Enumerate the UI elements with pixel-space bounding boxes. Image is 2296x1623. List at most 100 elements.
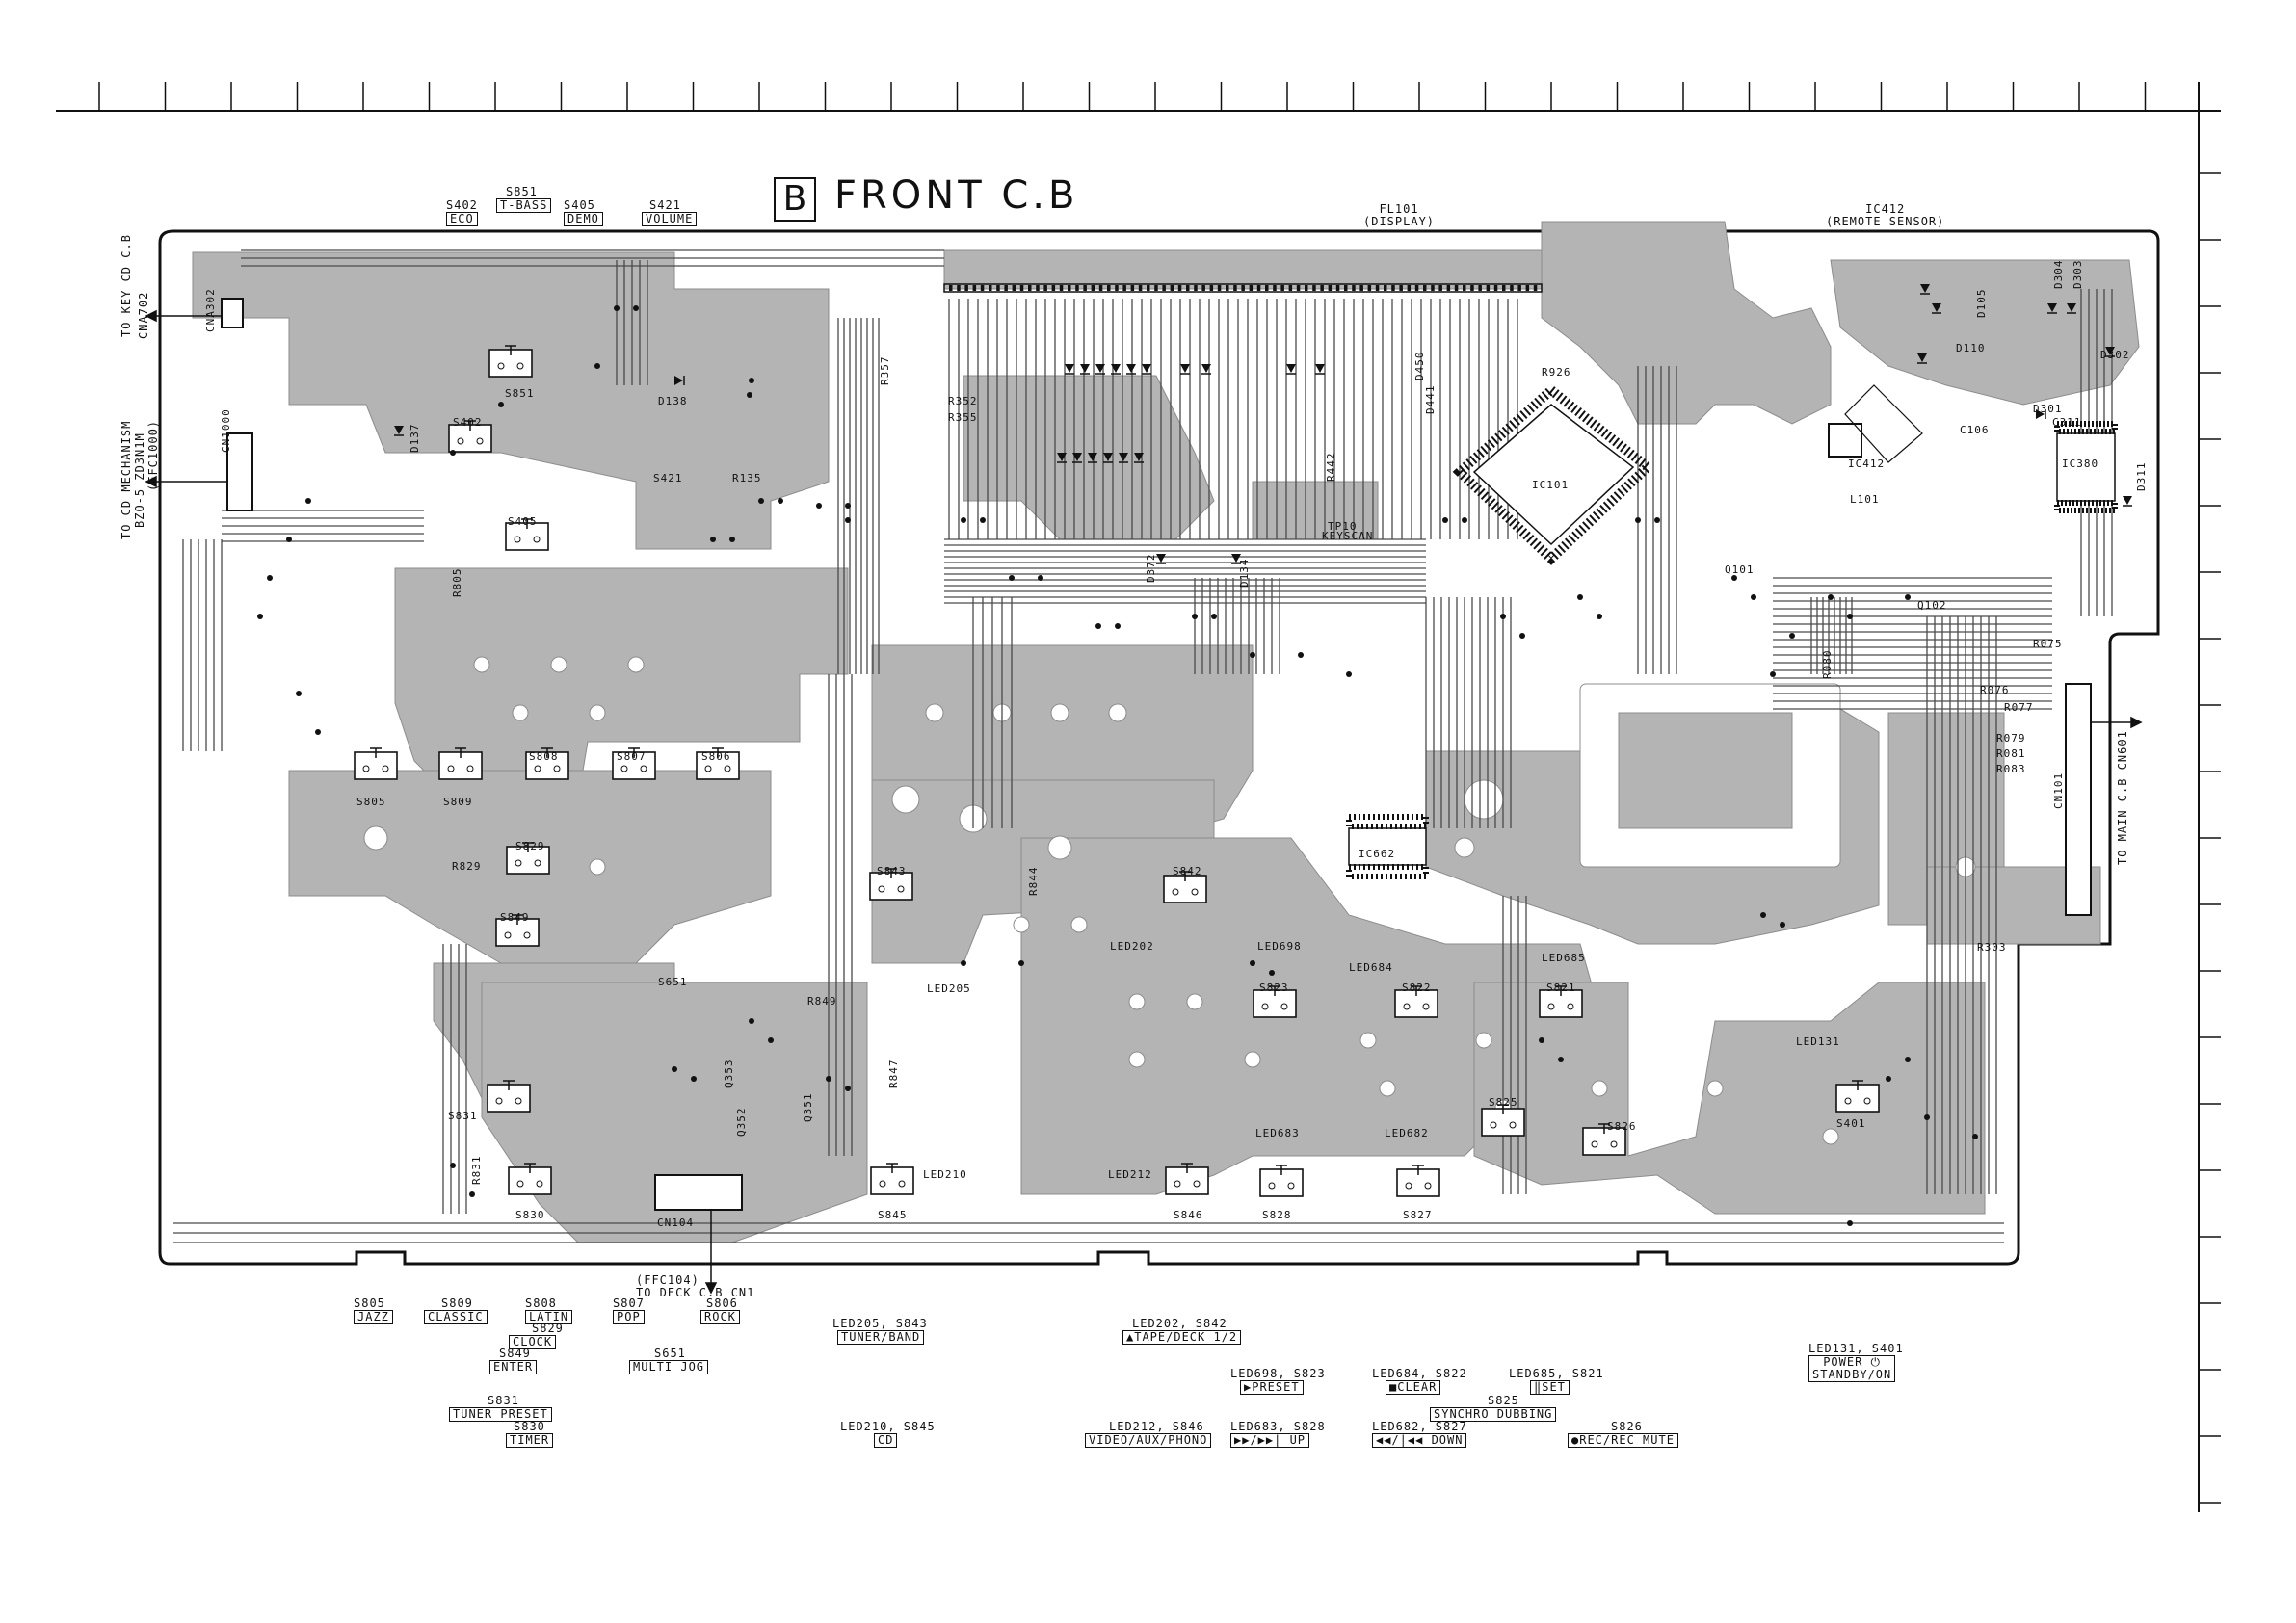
tact-switch (1835, 1080, 1880, 1113)
tact-switch (508, 1163, 552, 1195)
label-s826: S826 (1607, 1120, 1637, 1133)
label-l101: L101 (1850, 493, 1880, 506)
label-led210: LED210 (923, 1168, 967, 1181)
to-deck-label: TO DECK C.B CN1 (636, 1286, 755, 1299)
label-led682: LED682 (1385, 1127, 1429, 1139)
label-r135: R135 (732, 472, 762, 484)
tact-switch (505, 518, 549, 551)
label-led684: LED684 (1349, 961, 1393, 974)
legend-led131-s401: LED131, S401 POWER ⏻ STANDBY/ON (1808, 1342, 1904, 1382)
label-d134: D134 (1238, 558, 1251, 589)
label-d138: D138 (658, 395, 688, 407)
label-ic380: IC380 (2062, 458, 2099, 470)
label-r303: R303 (1977, 941, 2007, 954)
tact-switch (696, 747, 740, 780)
tact-switch (495, 914, 540, 947)
label-d450: D450 (1413, 351, 1426, 381)
label-q352: Q352 (735, 1107, 748, 1138)
label-s845: S845 (878, 1209, 908, 1221)
edge-label-cna702: CNA702 (137, 291, 150, 339)
label-d301: D301 (2033, 403, 2063, 415)
tact-switch (1165, 1163, 1209, 1195)
label-r079: R079 (1996, 732, 2026, 745)
label-s846: S846 (1174, 1209, 1203, 1221)
tact-switch (1259, 1165, 1304, 1197)
label-led683: LED683 (1255, 1127, 1300, 1139)
label-r076: R076 (1980, 684, 2010, 696)
title-letter: B (774, 177, 816, 222)
edge-label-to-key-cd: TO KEY CD C.B (119, 234, 133, 337)
label-d110: D110 (1956, 342, 1986, 354)
pcb-traces (173, 249, 2113, 1243)
label-s851: S851 (505, 387, 535, 400)
label-d137: D137 (409, 423, 421, 454)
ic412-label: IC412(REMOTE SENSOR) (1826, 202, 1945, 228)
label-r083: R083 (1996, 763, 2026, 775)
legend-led698-s823: LED698, S823▶PRESET (1230, 1367, 1326, 1395)
diodes (394, 284, 2132, 564)
label-s421: S421 (653, 472, 683, 484)
label-s830: S830 (515, 1209, 545, 1221)
fl101-connector (943, 283, 1543, 293)
label-led131: LED131 (1796, 1035, 1840, 1048)
label-led202: LED202 (1110, 940, 1154, 953)
edge-label-to-main: TO MAIN C.B CN601 (2116, 730, 2129, 865)
label-s827: S827 (1403, 1209, 1433, 1221)
label-q101: Q101 (1725, 563, 1755, 576)
label-tp10: TP10 (1328, 520, 1358, 533)
label-ic101: IC101 (1532, 479, 1570, 491)
label-r844: R844 (1027, 866, 1040, 897)
label-r847: R847 (887, 1059, 900, 1089)
cn104-connector (654, 1174, 743, 1211)
tact-switch (438, 747, 483, 780)
tact-switches (354, 345, 1880, 1197)
label-cn104: CN104 (657, 1217, 695, 1229)
label-s821: S821 (1546, 982, 1576, 994)
label-d302: D302 (2100, 349, 2130, 361)
copper-areas (192, 221, 2140, 1243)
tact-switch (1396, 1165, 1440, 1197)
cn1000-connector (226, 432, 253, 511)
tact-switch (869, 868, 913, 901)
tact-switch (1163, 871, 1207, 903)
label-cn1000: CN1000 (220, 408, 232, 453)
edge-label-bzo5: BZO-5 ZD3N1M (133, 432, 146, 528)
label-r352: R352 (948, 395, 978, 407)
legend-led683-s828: LED683, S828▶▶/▶▶| UP (1230, 1420, 1326, 1448)
ffc104-label: (FFC104) (636, 1273, 699, 1287)
label-r355: R355 (948, 411, 978, 424)
label-s651: S651 (658, 976, 688, 988)
label-d311: D311 (2135, 461, 2148, 492)
tact-switch (1253, 985, 1297, 1018)
tact-switch (487, 1080, 531, 1113)
label-s828: S828 (1262, 1209, 1292, 1221)
label-d105: D105 (1975, 288, 1988, 319)
legend-led682-s827: LED682, S827◀◀/|◀◀ DOWN (1372, 1420, 1467, 1448)
label-s806: S806 (701, 750, 731, 763)
label-r081: R081 (1996, 747, 2026, 760)
label-q102: Q102 (1917, 599, 1947, 612)
label-d372: D372 (1145, 553, 1157, 584)
frame-ruler (56, 82, 2221, 1512)
label-s401: S401 (1836, 1117, 1866, 1130)
tact-switch (1539, 985, 1583, 1018)
label-s808: S808 (529, 750, 559, 763)
fl101-pins (949, 285, 1538, 291)
tact-switch (525, 747, 569, 780)
label-c106: C106 (1960, 424, 1990, 436)
label-d303: D303 (2072, 259, 2084, 290)
page-title: FRONT C.B (834, 173, 1079, 218)
tact-switch (488, 345, 533, 378)
